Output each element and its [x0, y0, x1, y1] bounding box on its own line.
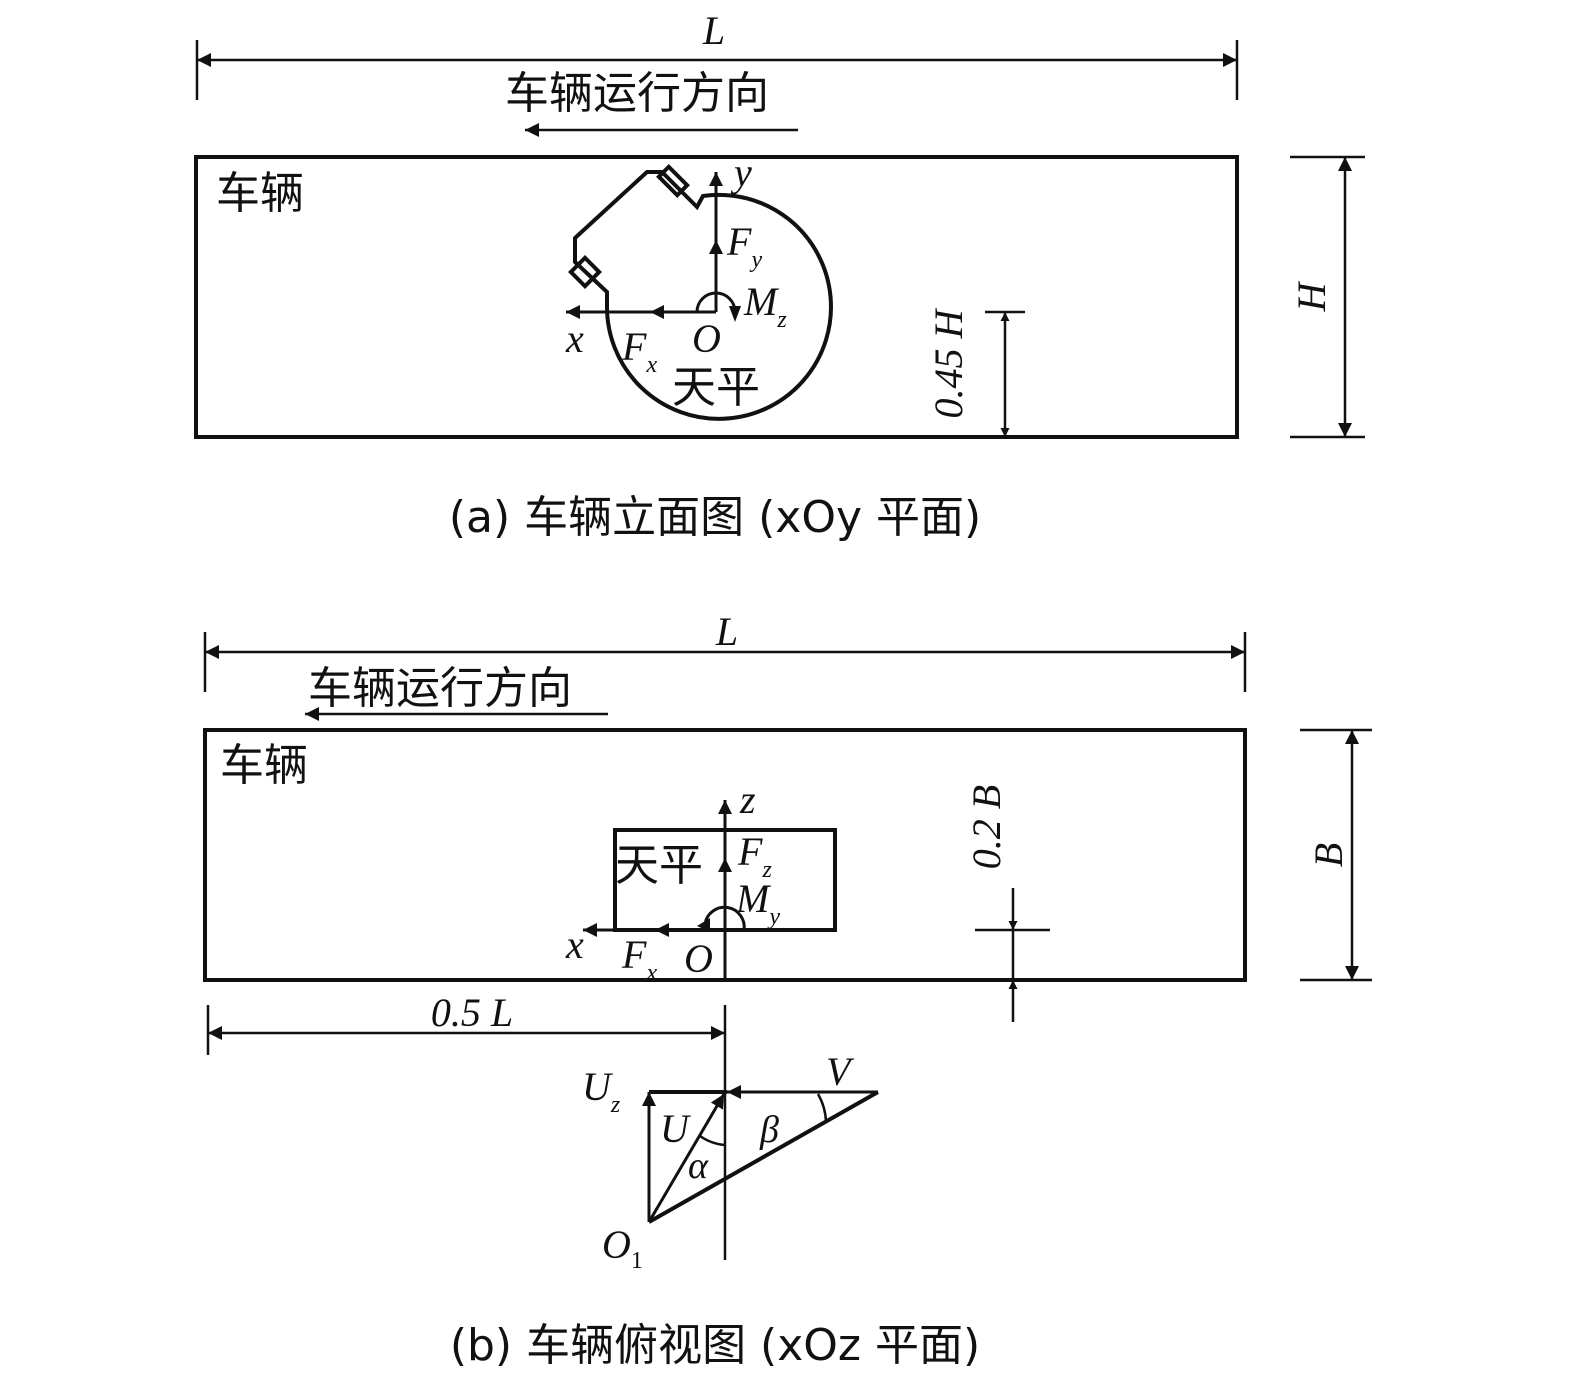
my-arrowhead [697, 918, 710, 932]
length-label: L [702, 8, 725, 53]
hypotenuse [648, 1090, 879, 1224]
plan-balance-label: 天平 [615, 840, 703, 891]
vehicle-rect [194, 155, 1239, 439]
plan-fx-label: Fx [621, 932, 657, 986]
alpha-label: α [688, 1145, 709, 1187]
plan-direction-label: 车辆运行方向 [308, 663, 572, 714]
fz-label: Fz [737, 829, 772, 883]
plan-length-label: L [715, 609, 738, 654]
balance-outline [573, 170, 833, 421]
mz-arrowhead [729, 306, 741, 322]
width-label: B [1306, 843, 1351, 867]
y-axis-label: y [730, 150, 752, 195]
velocity-triangle: Uz U V α β O1 [582, 1049, 879, 1274]
caption-b: (b) 车辆俯视图 (xOz 平面) [450, 1320, 980, 1371]
balance-connector-left [568, 255, 602, 289]
height-label: H [1289, 280, 1334, 312]
u-label: U [660, 1106, 692, 1151]
plan-x-axis-label: x [565, 922, 584, 967]
balance-height-label: 0.45 H [926, 307, 971, 418]
plan-origin-label: O [684, 936, 713, 981]
origin-label: O [692, 316, 721, 361]
beta-label: β [759, 1109, 779, 1151]
elevation-view: L 车辆运行方向 车辆 y x O Fy Fx Mz 天平 0.45 H [194, 8, 1365, 543]
my-label: My [735, 876, 780, 930]
direction-label: 车辆运行方向 [505, 68, 769, 119]
beta-arc [816, 1093, 828, 1123]
caption-a: (a) 车辆立面图 (xOy 平面) [449, 492, 981, 543]
fx-label: Fx [621, 324, 657, 378]
alpha-arc [699, 1134, 726, 1147]
half-length-label: 0.5 L [431, 990, 513, 1035]
my-arc [703, 905, 746, 931]
z-axis-label: z [739, 777, 756, 822]
u-arrow [647, 1093, 726, 1223]
offset-label: 0.2 B [964, 785, 1009, 869]
balance-connector-top [656, 164, 690, 198]
o1-label: O1 [602, 1222, 643, 1274]
plan-view: L 车辆运行方向 车辆 天平 z x O Fz Fx My 0.2 B [203, 609, 1372, 1371]
balance-label: 天平 [672, 362, 760, 413]
plan-vehicle-label: 车辆 [220, 740, 308, 791]
fy-label: Fy [726, 219, 762, 273]
mz-label: Mz [743, 279, 787, 333]
uz-label: Uz [582, 1064, 621, 1118]
vehicle-label: 车辆 [216, 168, 304, 219]
x-axis-label: x [565, 316, 584, 361]
v-label: V [826, 1049, 855, 1094]
